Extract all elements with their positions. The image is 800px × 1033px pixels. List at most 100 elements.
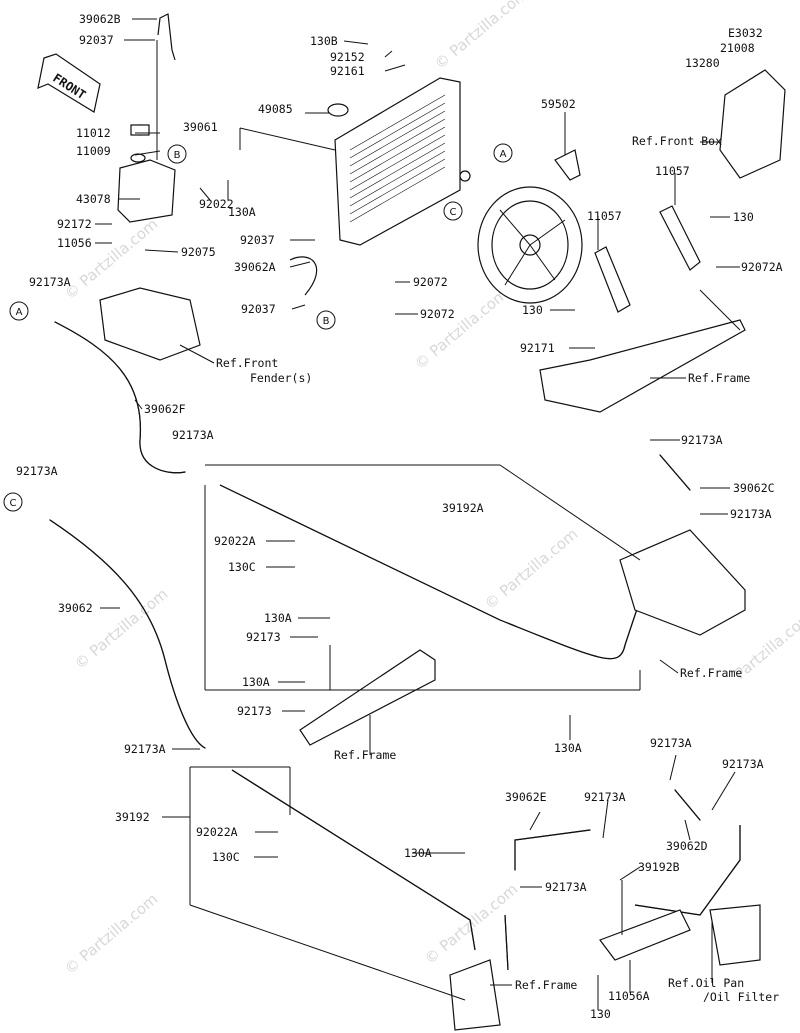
front-box-bracket bbox=[719, 69, 786, 179]
label-92173-1: 92173 bbox=[246, 630, 281, 644]
label-39062: 39062 bbox=[58, 601, 93, 615]
label-59502: 59502 bbox=[541, 97, 576, 111]
label-39062A: 39062A bbox=[234, 260, 276, 274]
svg-text:A: A bbox=[16, 307, 23, 318]
frame-top bbox=[539, 289, 746, 413]
label-39192A: 39192A bbox=[442, 501, 484, 515]
label-130A-4: 130A bbox=[554, 741, 582, 755]
watermark-6: © Partzilla.com bbox=[61, 890, 161, 978]
callout-c-left: C bbox=[3, 492, 23, 512]
label-130-fan: 130 bbox=[733, 210, 754, 224]
label-ref-front-fender-2: Fender(s) bbox=[250, 371, 312, 385]
label-13280: 13280 bbox=[685, 56, 720, 70]
callout-b-top: B bbox=[167, 144, 187, 164]
label-92173A-6: 92173A bbox=[124, 742, 166, 756]
label-ref-frame-4: Ref.Frame bbox=[515, 978, 577, 992]
label-92075: 92075 bbox=[181, 245, 216, 259]
label-92173A-5: 92173A bbox=[730, 507, 772, 521]
label-11012: 11012 bbox=[76, 126, 111, 140]
reservoir-tank bbox=[117, 13, 176, 223]
label-39192: 39192 bbox=[115, 810, 150, 824]
label-92037-a: 92037 bbox=[79, 33, 114, 47]
label-130-mid: 130 bbox=[522, 303, 543, 317]
label-39062C: 39062C bbox=[733, 481, 775, 495]
label-130B: 130B bbox=[310, 34, 338, 48]
label-92171: 92171 bbox=[520, 341, 555, 355]
label-92037-b: 92037 bbox=[240, 233, 275, 247]
callout-a-top: A bbox=[493, 143, 513, 163]
label-92173-2: 92173 bbox=[237, 704, 272, 718]
label-92072-a: 92072 bbox=[413, 275, 448, 289]
label-E3032: E3032 bbox=[728, 26, 763, 40]
label-92173A-1: 92173A bbox=[29, 275, 71, 289]
callout-b-bottom: B bbox=[316, 310, 336, 330]
label-ref-oil-pan: Ref.Oil Pan bbox=[668, 976, 744, 990]
label-92072-b: 92072 bbox=[420, 307, 455, 321]
label-11057-a: 11057 bbox=[655, 164, 690, 178]
label-92173A-8: 92173A bbox=[722, 757, 764, 771]
label-39062F: 39062F bbox=[144, 402, 186, 416]
label-ref-frame-1: Ref.Frame bbox=[688, 371, 750, 385]
label-130A-top: 130A bbox=[228, 205, 256, 219]
radiator bbox=[327, 77, 471, 246]
label-92172: 92172 bbox=[57, 217, 92, 231]
callout-a-left: A bbox=[9, 301, 29, 321]
watermark-4: © Partzilla.com bbox=[71, 585, 171, 673]
svg-text:B: B bbox=[174, 150, 181, 161]
hoses bbox=[49, 256, 741, 971]
label-21008: 21008 bbox=[720, 41, 755, 55]
front-fender bbox=[99, 287, 201, 361]
front-arrow: FRONT bbox=[37, 53, 101, 113]
label-ref-frame-2: Ref.Frame bbox=[680, 666, 742, 680]
leader-lines bbox=[95, 18, 740, 1010]
label-39192B: 39192B bbox=[638, 860, 680, 874]
watermark-2: © Partzilla.com bbox=[431, 0, 531, 73]
label-11057-b: 11057 bbox=[587, 209, 622, 223]
label-92173A-9: 92173A bbox=[584, 790, 626, 804]
label-130A-2: 130A bbox=[264, 611, 292, 625]
watermark-3: © Partzilla.com bbox=[411, 285, 511, 373]
label-ref-oil-filter: /Oil Filter bbox=[703, 990, 779, 1004]
label-11009: 11009 bbox=[76, 144, 111, 158]
label-130C-2: 130C bbox=[212, 850, 240, 864]
svg-text:B: B bbox=[323, 316, 330, 327]
label-ref-front-fender: Ref.Front bbox=[216, 356, 278, 370]
svg-text:A: A bbox=[500, 149, 507, 160]
label-130A-5: 130A bbox=[404, 846, 432, 860]
label-39062D: 39062D bbox=[666, 839, 708, 853]
svg-text:C: C bbox=[10, 498, 17, 509]
label-130A-3: 130A bbox=[242, 675, 270, 689]
label-92173A-2: 92173A bbox=[172, 428, 214, 442]
label-92173A-4: 92173A bbox=[16, 464, 58, 478]
svg-text:C: C bbox=[450, 207, 457, 218]
label-11056A: 11056A bbox=[608, 989, 650, 1003]
cooling-fan bbox=[477, 149, 583, 304]
callouts: A B C B A C bbox=[3, 143, 513, 512]
label-92173A-7: 92173A bbox=[650, 736, 692, 750]
label-39062B: 39062B bbox=[79, 12, 121, 26]
label-92022: 92022 bbox=[199, 197, 234, 211]
label-92173A-3: 92173A bbox=[681, 433, 723, 447]
label-49085: 49085 bbox=[258, 102, 293, 116]
label-ref-frame-3: Ref.Frame bbox=[334, 748, 396, 762]
label-ref-front-box: Ref.Front Box bbox=[632, 134, 722, 148]
label-92037-c: 92037 bbox=[241, 302, 276, 316]
label-130-bottom: 130 bbox=[590, 1007, 611, 1021]
label-92022A-1: 92022A bbox=[214, 534, 256, 548]
fan-brackets bbox=[594, 205, 701, 313]
part-labels: 39062B 92037 130B 92152 92161 E3032 2100… bbox=[16, 12, 783, 1021]
label-11056: 11056 bbox=[57, 236, 92, 250]
label-92072A: 92072A bbox=[741, 260, 783, 274]
label-92022A-2: 92022A bbox=[196, 825, 238, 839]
label-92152: 92152 bbox=[330, 50, 365, 64]
label-39061: 39061 bbox=[183, 120, 218, 134]
label-92161: 92161 bbox=[330, 64, 365, 78]
label-92173A-10: 92173A bbox=[545, 880, 587, 894]
label-43078: 43078 bbox=[76, 192, 111, 206]
callout-c-top: C bbox=[443, 201, 463, 221]
watermark-5: © Partzilla.com bbox=[481, 525, 581, 613]
label-130C-1: 130C bbox=[228, 560, 256, 574]
label-39062E: 39062E bbox=[505, 790, 547, 804]
frame-middle bbox=[299, 529, 761, 1031]
